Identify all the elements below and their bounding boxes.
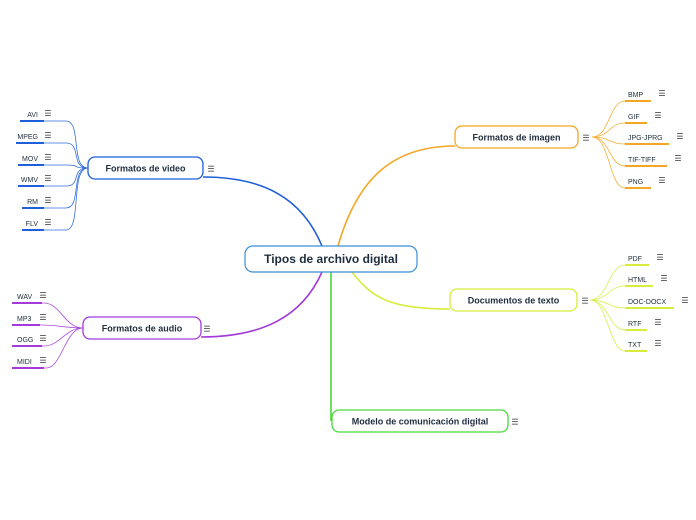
notes-icon[interactable]: ☰ bbox=[39, 356, 46, 365]
notes-icon[interactable]: ☰ bbox=[39, 313, 46, 322]
notes-icon[interactable]: ☰ bbox=[511, 418, 518, 427]
leaf-label: MPEG bbox=[17, 134, 38, 141]
topic-label-audio: Formatos de audio bbox=[102, 324, 183, 334]
leaf-rm[interactable]: RM ☰ bbox=[22, 196, 52, 209]
leaf-rtf[interactable]: RTF ☰ bbox=[625, 318, 662, 331]
topic-imagen[interactable]: Formatos de imagen ☰ bbox=[454, 125, 590, 149]
leaf-label: FLV bbox=[26, 221, 39, 228]
root-node[interactable]: Tipos de archivo digital bbox=[244, 245, 418, 273]
notes-icon[interactable]: ☰ bbox=[44, 196, 51, 205]
leaf-txt[interactable]: TXT ☰ bbox=[625, 339, 662, 352]
notes-icon[interactable]: ☰ bbox=[44, 109, 51, 118]
leaf-label: OGG bbox=[17, 337, 33, 344]
nodes: Tipos de archivo digital Formatos de imag… bbox=[12, 89, 689, 433]
leaf-label: AVI bbox=[27, 112, 38, 119]
leaf-gif[interactable]: GIF ☰ bbox=[625, 111, 662, 124]
leaf-label: TIF-TIFF bbox=[628, 157, 656, 164]
leaf-label: DOC-DOCX bbox=[628, 299, 666, 306]
notes-icon[interactable]: ☰ bbox=[658, 176, 665, 185]
leaf-label: PDF bbox=[628, 256, 642, 263]
notes-icon[interactable]: ☰ bbox=[207, 165, 214, 174]
leaf-wmv[interactable]: WMV ☰ bbox=[18, 174, 52, 187]
leaf-html[interactable]: HTML ☰ bbox=[625, 274, 668, 287]
leaf-label: WMV bbox=[21, 177, 38, 184]
notes-icon[interactable]: ☰ bbox=[654, 111, 661, 120]
notes-icon[interactable]: ☰ bbox=[654, 339, 661, 348]
topic-modelo[interactable]: Modelo de comunicación digital ☰ bbox=[331, 409, 519, 433]
leaf-avi[interactable]: AVI ☰ bbox=[20, 109, 52, 122]
leaf-label: HTML bbox=[628, 277, 647, 284]
notes-icon[interactable]: ☰ bbox=[44, 174, 51, 183]
notes-icon[interactable]: ☰ bbox=[676, 132, 683, 141]
leaf-label: RM bbox=[27, 199, 38, 206]
connector-audio bbox=[200, 271, 323, 338]
notes-icon[interactable]: ☰ bbox=[660, 274, 667, 283]
topic-label-modelo: Modelo de comunicación digital bbox=[352, 417, 489, 427]
leaf-bmp[interactable]: BMP ☰ bbox=[625, 89, 666, 102]
notes-icon[interactable]: ☰ bbox=[39, 291, 46, 300]
notes-icon[interactable]: ☰ bbox=[39, 334, 46, 343]
notes-icon[interactable]: ☰ bbox=[658, 89, 665, 98]
notes-icon[interactable]: ☰ bbox=[203, 325, 210, 334]
leaf-mov[interactable]: MOV ☰ bbox=[18, 153, 52, 166]
topic-label-video: Formatos de video bbox=[105, 164, 186, 174]
topic-label-imagen: Formatos de imagen bbox=[472, 133, 560, 143]
leaf-doc-docx[interactable]: DOC-DOCX ☰ bbox=[625, 296, 689, 309]
root-label: Tipos de archivo digital bbox=[264, 252, 398, 266]
notes-icon[interactable]: ☰ bbox=[654, 318, 661, 327]
leaf-label: JPG-JPRG bbox=[628, 135, 663, 142]
leaf-midi[interactable]: MIDI ☰ bbox=[12, 356, 47, 369]
leaf-wav[interactable]: WAV ☰ bbox=[12, 291, 47, 304]
leaf-ogg[interactable]: OGG ☰ bbox=[12, 334, 47, 347]
leaf-mp3[interactable]: MP3 ☰ bbox=[12, 313, 47, 326]
notes-icon[interactable]: ☰ bbox=[681, 296, 688, 305]
leaf-label: MOV bbox=[22, 156, 38, 163]
leaf-label: PNG bbox=[628, 179, 643, 186]
leaf-mpeg[interactable]: MPEG ☰ bbox=[16, 131, 52, 144]
leaf-flv[interactable]: FLV ☰ bbox=[22, 218, 52, 231]
topic-video[interactable]: Formatos de video ☰ bbox=[87, 156, 215, 180]
notes-icon[interactable]: ☰ bbox=[44, 153, 51, 162]
leaf-label: RTF bbox=[628, 321, 641, 328]
leaf-pdf[interactable]: PDF ☰ bbox=[625, 253, 664, 266]
connector-video bbox=[202, 176, 323, 247]
leaf-label: GIF bbox=[628, 114, 640, 121]
leaf-label: MP3 bbox=[17, 316, 32, 323]
connector-texto bbox=[351, 271, 451, 310]
leaf-label: WAV bbox=[17, 294, 32, 301]
connector-imagen bbox=[337, 145, 456, 247]
leaf-png[interactable]: PNG ☰ bbox=[625, 176, 666, 189]
leaf-label: TXT bbox=[628, 342, 642, 349]
leaf-jpg-jprg[interactable]: JPG-JPRG ☰ bbox=[625, 132, 684, 145]
notes-icon[interactable]: ☰ bbox=[656, 253, 663, 262]
notes-icon[interactable]: ☰ bbox=[674, 154, 681, 163]
notes-icon[interactable]: ☰ bbox=[44, 218, 51, 227]
notes-icon[interactable]: ☰ bbox=[581, 297, 588, 306]
topic-audio[interactable]: Formatos de audio ☰ bbox=[82, 316, 211, 340]
leaf-tif-tiff[interactable]: TIF-TIFF ☰ bbox=[625, 154, 682, 167]
notes-icon[interactable]: ☰ bbox=[44, 131, 51, 140]
topic-label-texto: Documentos de texto bbox=[468, 296, 560, 306]
topic-texto[interactable]: Documentos de texto ☰ bbox=[449, 288, 589, 312]
notes-icon[interactable]: ☰ bbox=[582, 134, 589, 143]
leaf-label: MIDI bbox=[17, 359, 32, 366]
connectors bbox=[40, 100, 626, 421]
leaf-label: BMP bbox=[628, 92, 644, 99]
